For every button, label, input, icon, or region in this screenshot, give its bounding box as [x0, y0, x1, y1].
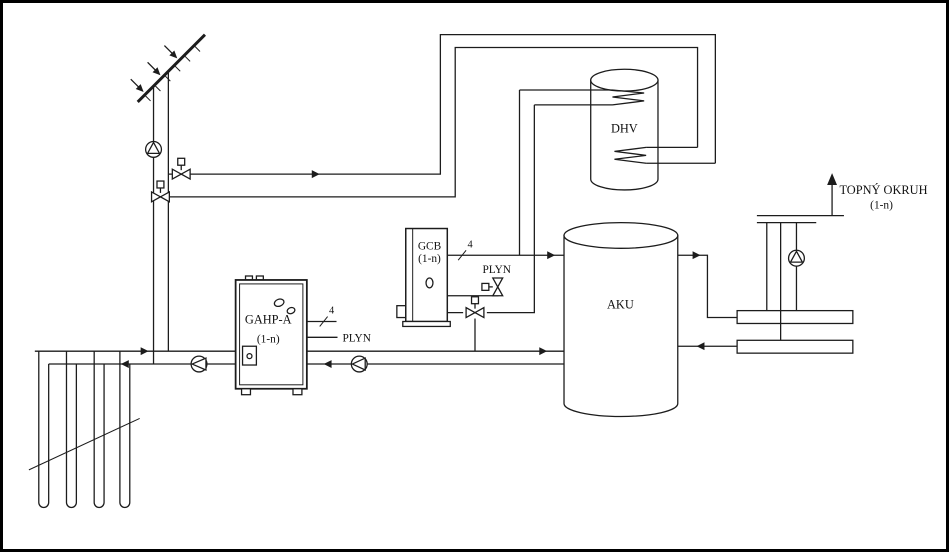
- solar-valve-2-icon: [150, 180, 170, 203]
- gcb-gas-label: PLYN: [482, 264, 511, 276]
- gcb-pipe-mark-slash: [457, 249, 467, 261]
- dhv-label: DHV: [611, 122, 638, 136]
- solar-collector: [136, 33, 207, 103]
- aku-tank: [563, 221, 679, 418]
- heating-circuit-label: TOPNÝ OKRUH: [839, 183, 927, 197]
- gcb-base: [402, 320, 451, 328]
- gahp-label: GAHP-A: [245, 312, 292, 326]
- aku-label: AKU: [607, 298, 634, 312]
- gahp-foot: [292, 388, 303, 396]
- solar-pump-icon: [144, 140, 163, 158]
- heating-circuit-range-label: (1-n): [870, 200, 893, 212]
- gcb-mixing-valve-icon: [465, 296, 485, 319]
- gahp-vent-icon: [273, 298, 285, 308]
- buffer-pump-icon: [350, 355, 368, 373]
- schematic-canvas: DHV AKU GAHP-A (1-n) PLYN 4 GCB (1-n) PL…: [28, 33, 928, 509]
- solar-valve-1-icon: [171, 157, 191, 181]
- gahp-gas-label: PLYN: [342, 332, 371, 344]
- gahp-foot: [240, 388, 252, 396]
- gcb-label: GCB: [418, 240, 442, 252]
- gahp-range-label: (1-n): [257, 333, 280, 345]
- gcb-range-label: (1-n): [418, 253, 441, 265]
- dhv-lower-coil-icon: [614, 146, 647, 164]
- heating-manifolds: [736, 309, 854, 354]
- gas-valve-icon: [481, 277, 504, 297]
- heating-pump-icon: [787, 249, 806, 267]
- gahp-pipe-mark: 4: [329, 306, 335, 317]
- dhv-upper-coil-icon: [612, 89, 645, 106]
- gahp-vent-icon: [286, 306, 296, 315]
- flow-arrows: [120, 170, 838, 368]
- heating-circuit-arrow: [827, 173, 838, 185]
- ground-pump-icon: [190, 355, 208, 373]
- gahp-pipe-mark-slash: [319, 316, 329, 327]
- gcb-sight-glass: [425, 277, 434, 289]
- sun-rays-icon: [130, 45, 178, 93]
- gcb-side-fitting: [396, 305, 407, 319]
- ground-break-line: [28, 417, 140, 471]
- dhv-coils: [519, 89, 716, 164]
- gcb-unit: [396, 227, 451, 328]
- labels: DHV AKU GAHP-A (1-n) PLYN 4 GCB (1-n) PL…: [245, 122, 928, 346]
- gahp-unit: [234, 275, 308, 396]
- ground-loops: [28, 351, 140, 509]
- gcb-pipe-mark: 4: [467, 239, 473, 250]
- symbols: [120, 45, 838, 373]
